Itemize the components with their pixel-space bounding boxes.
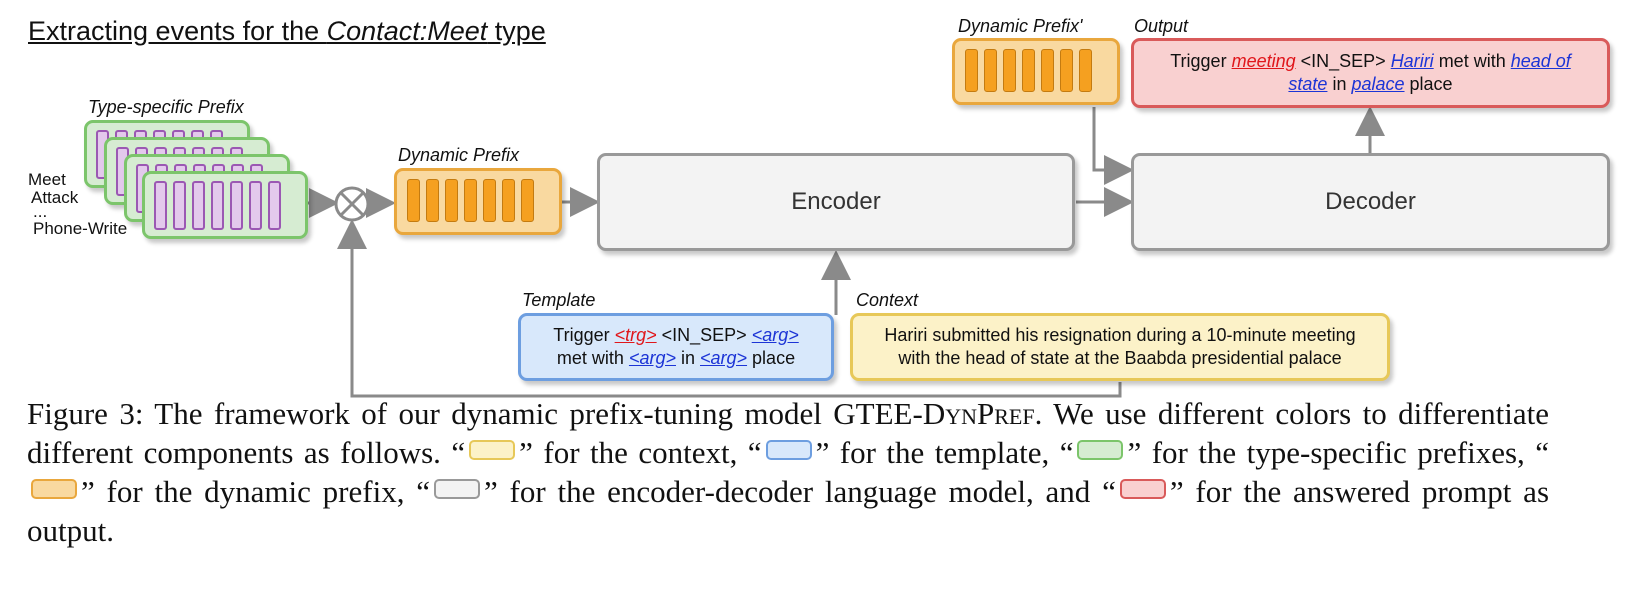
dynamic-prefix-color-swatch	[31, 479, 77, 499]
template-text: Trigger <trg> <IN_SEP> <arg>met with <ar…	[553, 325, 799, 368]
type-specific-prefix-label: Type-specific Prefix	[88, 97, 244, 117]
arrow-dynamic2-to-decoder	[1092, 107, 1134, 185]
output-box: Trigger meeting <IN_SEP> Hariri met with…	[1131, 38, 1610, 108]
context-text: Hariri submitted his resignation during …	[884, 325, 1356, 368]
encoder-decoder-color-swatch	[434, 479, 480, 499]
context-label: Context	[856, 290, 919, 310]
dynamic-prefix-label: Dynamic Prefix	[398, 145, 520, 165]
template-color-swatch	[765, 440, 812, 460]
output-text: Trigger meeting <IN_SEP> Hariri met with…	[1170, 51, 1571, 94]
event-type-attack: Attack	[31, 188, 79, 207]
event-type-meet: Meet	[28, 170, 66, 189]
diagram-title: Extracting events for the Contact:Meet t…	[28, 16, 546, 46]
dynamic-prefix-prime-label: Dynamic Prefix'	[958, 16, 1083, 36]
encoder-box: Encoder	[597, 153, 1075, 251]
figure-caption: Figure 3: The framework of our dynamic p…	[27, 396, 1550, 548]
context-color-swatch	[469, 440, 516, 460]
type-prefix-color-swatch	[1077, 440, 1124, 460]
arrow-context-feedback	[337, 219, 1122, 398]
context-box: Hariri submitted his resignation during …	[850, 313, 1390, 381]
decoder-box: Decoder	[1131, 153, 1610, 251]
type-prefix-block-4	[142, 171, 308, 239]
combine-operator-icon	[334, 186, 370, 222]
output-color-swatch	[1119, 479, 1166, 499]
connector-arrows	[303, 106, 1385, 398]
output-label: Output	[1134, 16, 1189, 36]
dynamic-prefix-block	[394, 168, 562, 235]
event-type-ellipsis: ...	[33, 202, 48, 221]
template-box: Trigger <trg> <IN_SEP> <arg>met with <ar…	[518, 313, 834, 381]
template-label: Template	[522, 290, 596, 310]
framework-diagram: Extracting events for the Contact:Meet t…	[28, 16, 1610, 398]
event-type-phone-write: Phone-Write	[33, 219, 128, 238]
dynamic-prefix-prime-block	[952, 38, 1120, 105]
